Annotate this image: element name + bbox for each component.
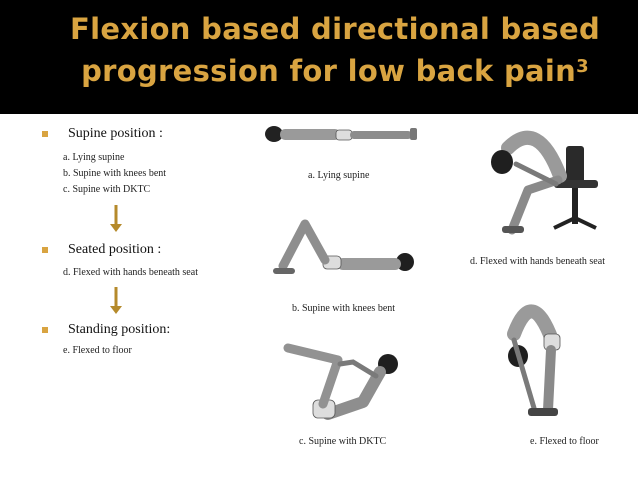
heading-standing: Standing position: [68, 322, 171, 337]
heading-seated: Seated position : [68, 242, 162, 257]
title-bar: Flexion based directional based progress… [0, 0, 638, 114]
flexed-to-floor-photo [507, 304, 561, 416]
supine-dktc-photo [283, 343, 398, 420]
title-superscript: 3 [576, 56, 589, 77]
down-arrow-icon [110, 205, 122, 232]
bullet-icon [42, 327, 48, 333]
caption-c: c. Supine with DKTC [299, 436, 387, 447]
caption-b: b. Supine with knees bent [292, 303, 396, 314]
lying-supine-photo [265, 126, 417, 142]
caption-d: d. Flexed with hands beneath seat [470, 256, 605, 267]
item-supine-knees-bent: b. Supine with knees bent [63, 168, 167, 179]
supine-knees-bent-photo [273, 219, 414, 274]
down-arrow-icon [110, 287, 122, 314]
flexed-seated-photo [491, 130, 598, 235]
bullet-icon [42, 247, 48, 253]
title-line-2: progression for low back pain3 [40, 50, 630, 92]
caption-e: e. Flexed to floor [530, 436, 599, 447]
title-line-1: Flexion based directional based [70, 12, 600, 46]
caption-a: a. Lying supine [308, 170, 370, 181]
title-line-2-text: progression for low back pain [81, 54, 577, 88]
bullet-icon [42, 131, 48, 137]
item-flexed-hands-seat: d. Flexed with hands beneath seat [63, 267, 198, 278]
slide-title: Flexion based directional based progress… [40, 8, 630, 92]
item-flexed-to-floor: e. Flexed to floor [63, 345, 132, 356]
item-supine-dktc: c. Supine with DKTC [63, 184, 151, 195]
heading-supine: Supine position : [68, 126, 163, 141]
item-lying-supine: a. Lying supine [63, 152, 125, 163]
